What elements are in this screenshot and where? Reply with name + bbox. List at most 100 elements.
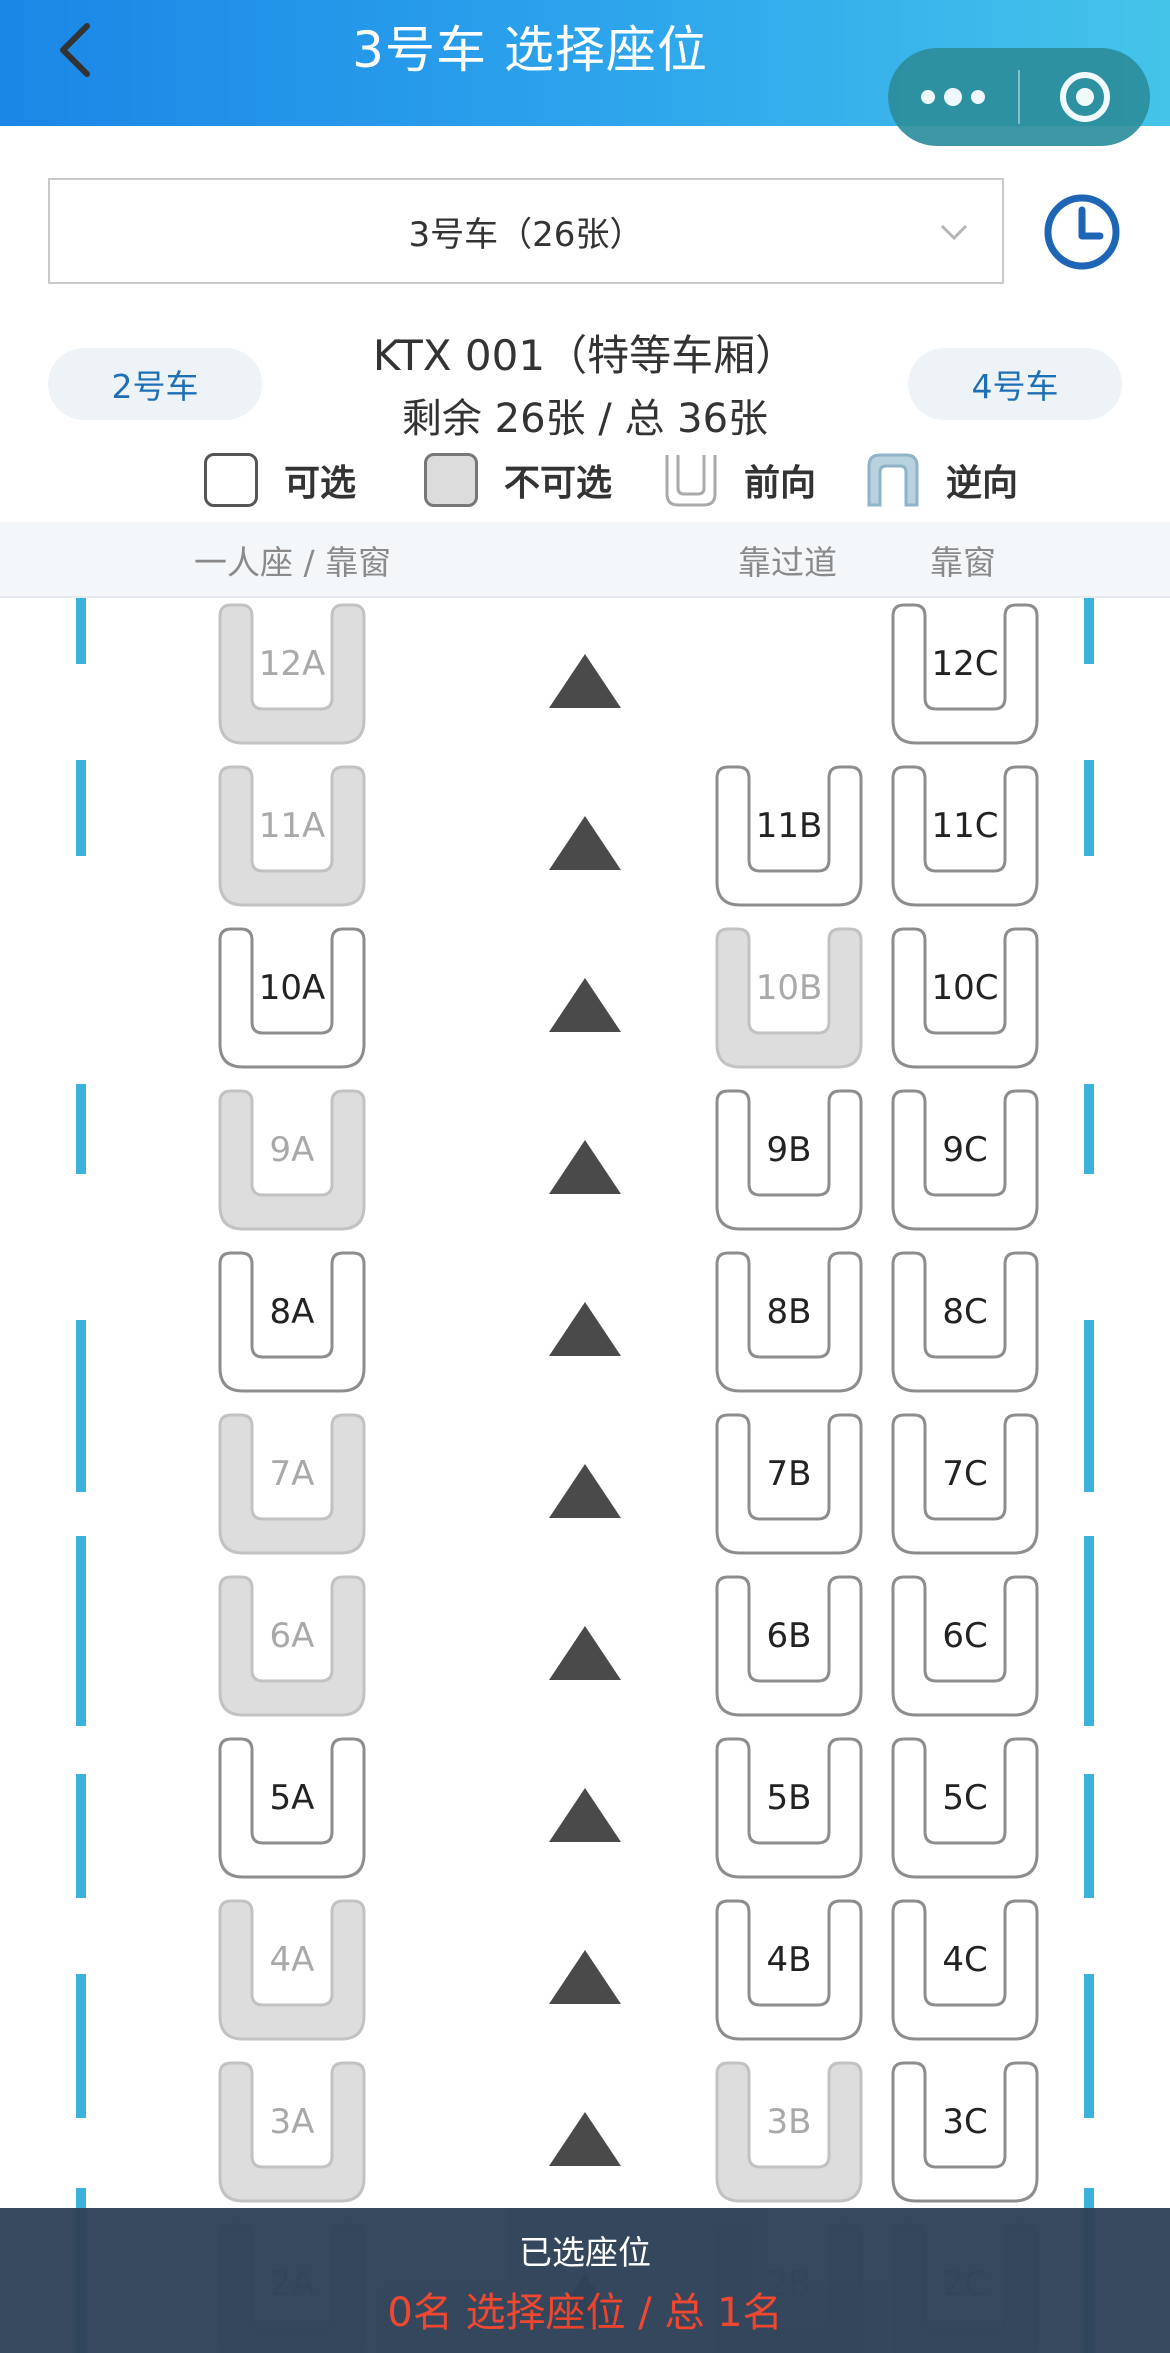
more-button[interactable] xyxy=(888,48,1018,146)
seat-6C[interactable]: 6C xyxy=(890,1574,1040,1718)
window-marker xyxy=(76,1320,86,1492)
next-car-button[interactable]: 4号车 xyxy=(908,348,1122,420)
window-marker xyxy=(76,1774,86,1898)
triangle-up-icon xyxy=(549,654,621,708)
window-marker xyxy=(1084,760,1094,856)
seat-count: 剩余 26张 / 总 36张 xyxy=(401,396,769,442)
seat-12C[interactable]: 12C xyxy=(890,602,1040,746)
window-marker xyxy=(1084,1084,1094,1174)
seat-5A[interactable]: 5A xyxy=(217,1736,367,1880)
window-marker xyxy=(1084,1774,1094,1898)
seat-5C[interactable]: 5C xyxy=(890,1736,1040,1880)
column-window-label: 靠窗 xyxy=(930,543,996,582)
page-title: 3号车 选择座位 xyxy=(352,21,708,79)
car-select-dropdown[interactable]: 3号车（26张） xyxy=(48,178,1004,284)
seat-8B[interactable]: 8B xyxy=(714,1250,864,1394)
seat-8A[interactable]: 8A xyxy=(217,1250,367,1394)
close-miniprogram-button[interactable] xyxy=(1020,48,1150,146)
seat-label: 6B xyxy=(766,1616,812,1656)
triangle-up-icon xyxy=(549,1788,621,1842)
window-marker xyxy=(76,760,86,856)
seat-9B[interactable]: 9B xyxy=(714,1088,864,1232)
seat-5B[interactable]: 5B xyxy=(714,1736,864,1880)
seat-label: 4A xyxy=(269,1940,315,1980)
seat-label: 10C xyxy=(931,968,999,1008)
seat-10A[interactable]: 10A xyxy=(217,926,367,1070)
triangle-up-icon xyxy=(549,816,621,870)
seat-label: 8B xyxy=(766,1292,812,1332)
legend-available-label: 可选 xyxy=(284,463,357,504)
seat-11C[interactable]: 11C xyxy=(890,764,1040,908)
seat-3C[interactable]: 3C xyxy=(890,2060,1040,2204)
window-marker xyxy=(1084,1320,1094,1492)
seat-label: 11C xyxy=(931,806,999,846)
seat-column-header: 一人座 / 靠窗 靠过道 靠窗 xyxy=(0,522,1170,598)
selection-summary-bar: 已选座位 0名 选择座位 / 总 1名 xyxy=(0,2208,1170,2353)
clock-icon xyxy=(1044,194,1120,270)
seat-label: 11A xyxy=(258,806,326,846)
seat-label: 10B xyxy=(755,968,823,1008)
seat-label: 10A xyxy=(258,968,326,1008)
prev-car-button[interactable]: 2号车 xyxy=(48,348,262,420)
target-circle-icon xyxy=(1060,72,1110,122)
seat-4B[interactable]: 4B xyxy=(714,1898,864,2042)
seat-label: 7C xyxy=(942,1454,988,1494)
seat-label: 3A xyxy=(269,2102,315,2142)
legend-available: 可选 xyxy=(204,450,356,510)
seat-11A: 11A xyxy=(217,764,367,908)
seat-6B[interactable]: 6B xyxy=(714,1574,864,1718)
seat-6A: 6A xyxy=(217,1574,367,1718)
legend-unavailable-label: 不可选 xyxy=(504,463,613,504)
seat-label: 9A xyxy=(269,1130,315,1170)
triangle-up-icon xyxy=(549,2112,621,2166)
window-marker xyxy=(76,598,86,664)
seat-10C[interactable]: 10C xyxy=(890,926,1040,1070)
more-dots-icon xyxy=(921,88,985,106)
seat-label: 12A xyxy=(258,644,326,684)
legend-reverse: 逆向 xyxy=(866,450,1018,510)
seat-3A: 3A xyxy=(217,2060,367,2204)
seat-label: 4B xyxy=(766,1940,812,1980)
seat-8C[interactable]: 8C xyxy=(890,1250,1040,1394)
car-select-value: 3号车（26张） xyxy=(408,214,644,255)
window-marker xyxy=(1084,1974,1094,2118)
seat-4C[interactable]: 4C xyxy=(890,1898,1040,2042)
seat-3B: 3B xyxy=(714,2060,864,2204)
legend-reverse-label: 逆向 xyxy=(946,463,1019,504)
window-marker xyxy=(1084,598,1094,664)
seat-12A: 12A xyxy=(217,602,367,746)
seat-label: 6C xyxy=(942,1616,988,1656)
history-button[interactable] xyxy=(1042,192,1122,272)
triangle-up-icon xyxy=(549,978,621,1032)
seat-7B[interactable]: 7B xyxy=(714,1412,864,1556)
triangle-up-icon xyxy=(549,1302,621,1356)
seat-label: 4C xyxy=(942,1940,988,1980)
unavailable-swatch xyxy=(424,453,478,507)
seat-4A: 4A xyxy=(217,1898,367,2042)
triangle-up-icon xyxy=(549,1140,621,1194)
forward-seat-icon xyxy=(665,455,717,507)
window-marker xyxy=(1084,1536,1094,1726)
seat-map: 12A 12C 11A 11B 11C 10A 10B 10C 9A 9B 9C 8A 8B 8C 7A 7B… xyxy=(0,598,1170,2353)
mini-program-capsule xyxy=(888,48,1150,146)
seat-9A: 9A xyxy=(217,1088,367,1232)
triangle-up-icon xyxy=(549,1464,621,1518)
selected-seats-summary[interactable]: 0名 选择座位 / 总 1名 xyxy=(387,2290,783,2336)
seat-label: 7A xyxy=(269,1454,315,1494)
seat-9C[interactable]: 9C xyxy=(890,1088,1040,1232)
seat-11B[interactable]: 11B xyxy=(714,764,864,908)
seat-label: 6A xyxy=(269,1616,315,1656)
legend-forward-label: 前向 xyxy=(744,463,817,504)
back-button[interactable] xyxy=(40,10,110,90)
seat-label: 8C xyxy=(942,1292,988,1332)
legend-unavailable: 不可选 xyxy=(424,450,612,510)
train-name: KTX 001（特等车厢） xyxy=(372,331,798,380)
chevron-left-icon xyxy=(60,23,90,77)
seat-7C[interactable]: 7C xyxy=(890,1412,1040,1556)
reverse-seat-icon xyxy=(867,453,919,507)
seat-label: 7B xyxy=(766,1454,812,1494)
window-marker xyxy=(76,1974,86,2118)
capsule-divider xyxy=(1018,70,1020,124)
seat-label: 9C xyxy=(942,1130,988,1170)
triangle-up-icon xyxy=(549,1950,621,2004)
